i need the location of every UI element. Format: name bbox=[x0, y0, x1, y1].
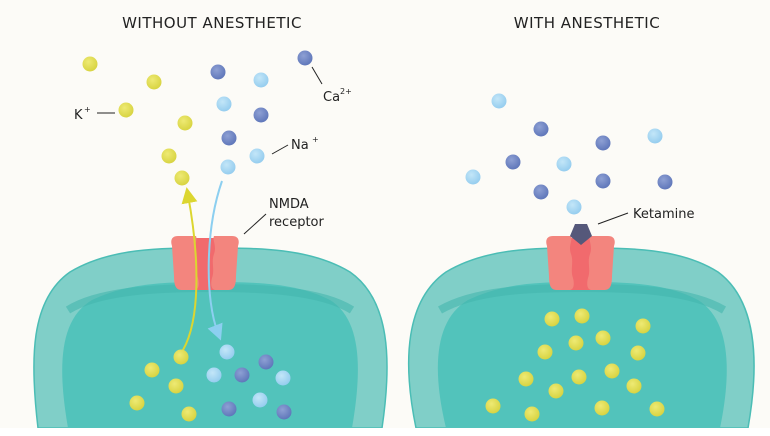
potassium-ion bbox=[626, 378, 642, 394]
potassium-ion bbox=[129, 395, 145, 411]
sodium-ion bbox=[253, 72, 269, 88]
potassium-ion bbox=[568, 335, 584, 351]
svg-text:NMDA: NMDA bbox=[269, 197, 309, 212]
sodium-ion bbox=[647, 128, 663, 144]
calcium-ion bbox=[258, 354, 274, 370]
potassium-ion bbox=[649, 401, 665, 417]
sodium-ion bbox=[491, 93, 507, 109]
nmda-receptor bbox=[171, 236, 239, 290]
k-label: K + bbox=[74, 105, 115, 123]
panel-without-anesthetic: WITHOUT ANESTHETIC K + Ca 2+ Na + bbox=[33, 14, 388, 429]
svg-text:+: + bbox=[84, 105, 91, 114]
potassium-ion bbox=[544, 311, 560, 327]
calcium-ion bbox=[505, 154, 521, 170]
potassium-ion bbox=[524, 406, 540, 422]
potassium-ion bbox=[485, 398, 501, 414]
k-efflux-arrow bbox=[181, 187, 198, 351]
sodium-ion bbox=[216, 96, 232, 112]
potassium-ion bbox=[177, 115, 193, 131]
potassium-ion bbox=[118, 102, 134, 118]
potassium-ion bbox=[168, 378, 184, 394]
potassium-ion bbox=[574, 308, 590, 324]
panel-title: WITHOUT ANESTHETIC bbox=[122, 14, 302, 32]
sodium-ion bbox=[206, 367, 222, 383]
potassium-ion bbox=[144, 362, 160, 378]
potassium-ion bbox=[635, 318, 651, 334]
sodium-ion bbox=[275, 370, 291, 386]
potassium-ion bbox=[181, 406, 197, 422]
sodium-ion bbox=[249, 148, 265, 164]
svg-text:K: K bbox=[74, 108, 83, 123]
na-influx-arrow bbox=[207, 180, 223, 341]
svg-text:Na: Na bbox=[291, 138, 309, 153]
ketamine-molecule bbox=[570, 224, 592, 245]
cell-interior bbox=[62, 282, 358, 428]
calcium-ion bbox=[595, 173, 611, 189]
potassium-ion bbox=[82, 56, 98, 72]
potassium-ion bbox=[571, 369, 587, 385]
potassium-ion bbox=[174, 170, 190, 186]
sodium-ion bbox=[220, 159, 236, 175]
na-label: Na + bbox=[271, 135, 319, 155]
svg-text:+: + bbox=[312, 135, 319, 144]
cell-interior bbox=[437, 282, 727, 428]
calcium-ion bbox=[276, 404, 292, 420]
calcium-ion bbox=[297, 50, 313, 66]
calcium-ion bbox=[234, 367, 250, 383]
ketamine-label: Ketamine bbox=[597, 207, 694, 225]
sodium-ion bbox=[219, 344, 235, 360]
calcium-ion bbox=[221, 401, 237, 417]
potassium-ion bbox=[537, 344, 553, 360]
calcium-ion bbox=[595, 135, 611, 151]
ions-left bbox=[82, 50, 313, 422]
potassium-ion bbox=[173, 349, 189, 365]
calcium-ion bbox=[657, 174, 673, 190]
calcium-ion bbox=[221, 130, 237, 146]
potassium-ion bbox=[630, 345, 646, 361]
sodium-ion bbox=[566, 199, 582, 215]
nmda-receptor bbox=[546, 236, 615, 290]
potassium-ion bbox=[595, 330, 611, 346]
sodium-ion bbox=[252, 392, 268, 408]
ca-label: Ca 2+ bbox=[311, 66, 352, 105]
potassium-ion bbox=[604, 363, 620, 379]
calcium-ion bbox=[533, 184, 549, 200]
svg-text:receptor: receptor bbox=[269, 215, 325, 230]
calcium-ion bbox=[253, 107, 269, 123]
potassium-ion bbox=[161, 148, 177, 164]
sodium-ion bbox=[465, 169, 481, 185]
svg-text:2+: 2+ bbox=[340, 87, 352, 96]
sodium-ion bbox=[556, 156, 572, 172]
potassium-ion bbox=[594, 400, 610, 416]
bottom-strip bbox=[0, 428, 770, 436]
calcium-ion bbox=[210, 64, 226, 80]
panel-title: WITH ANESTHETIC bbox=[514, 14, 660, 32]
svg-text:Ca: Ca bbox=[323, 90, 340, 105]
potassium-ion bbox=[518, 371, 534, 387]
nmda-receptor-label: NMDA receptor bbox=[243, 197, 325, 235]
ions-right bbox=[465, 93, 673, 422]
panel-with-anesthetic: WITH ANESTHETIC Ketamine bbox=[407, 14, 755, 429]
calcium-ion bbox=[533, 121, 549, 137]
potassium-ion bbox=[548, 383, 564, 399]
potassium-ion bbox=[146, 74, 162, 90]
svg-text:Ketamine: Ketamine bbox=[633, 207, 694, 222]
